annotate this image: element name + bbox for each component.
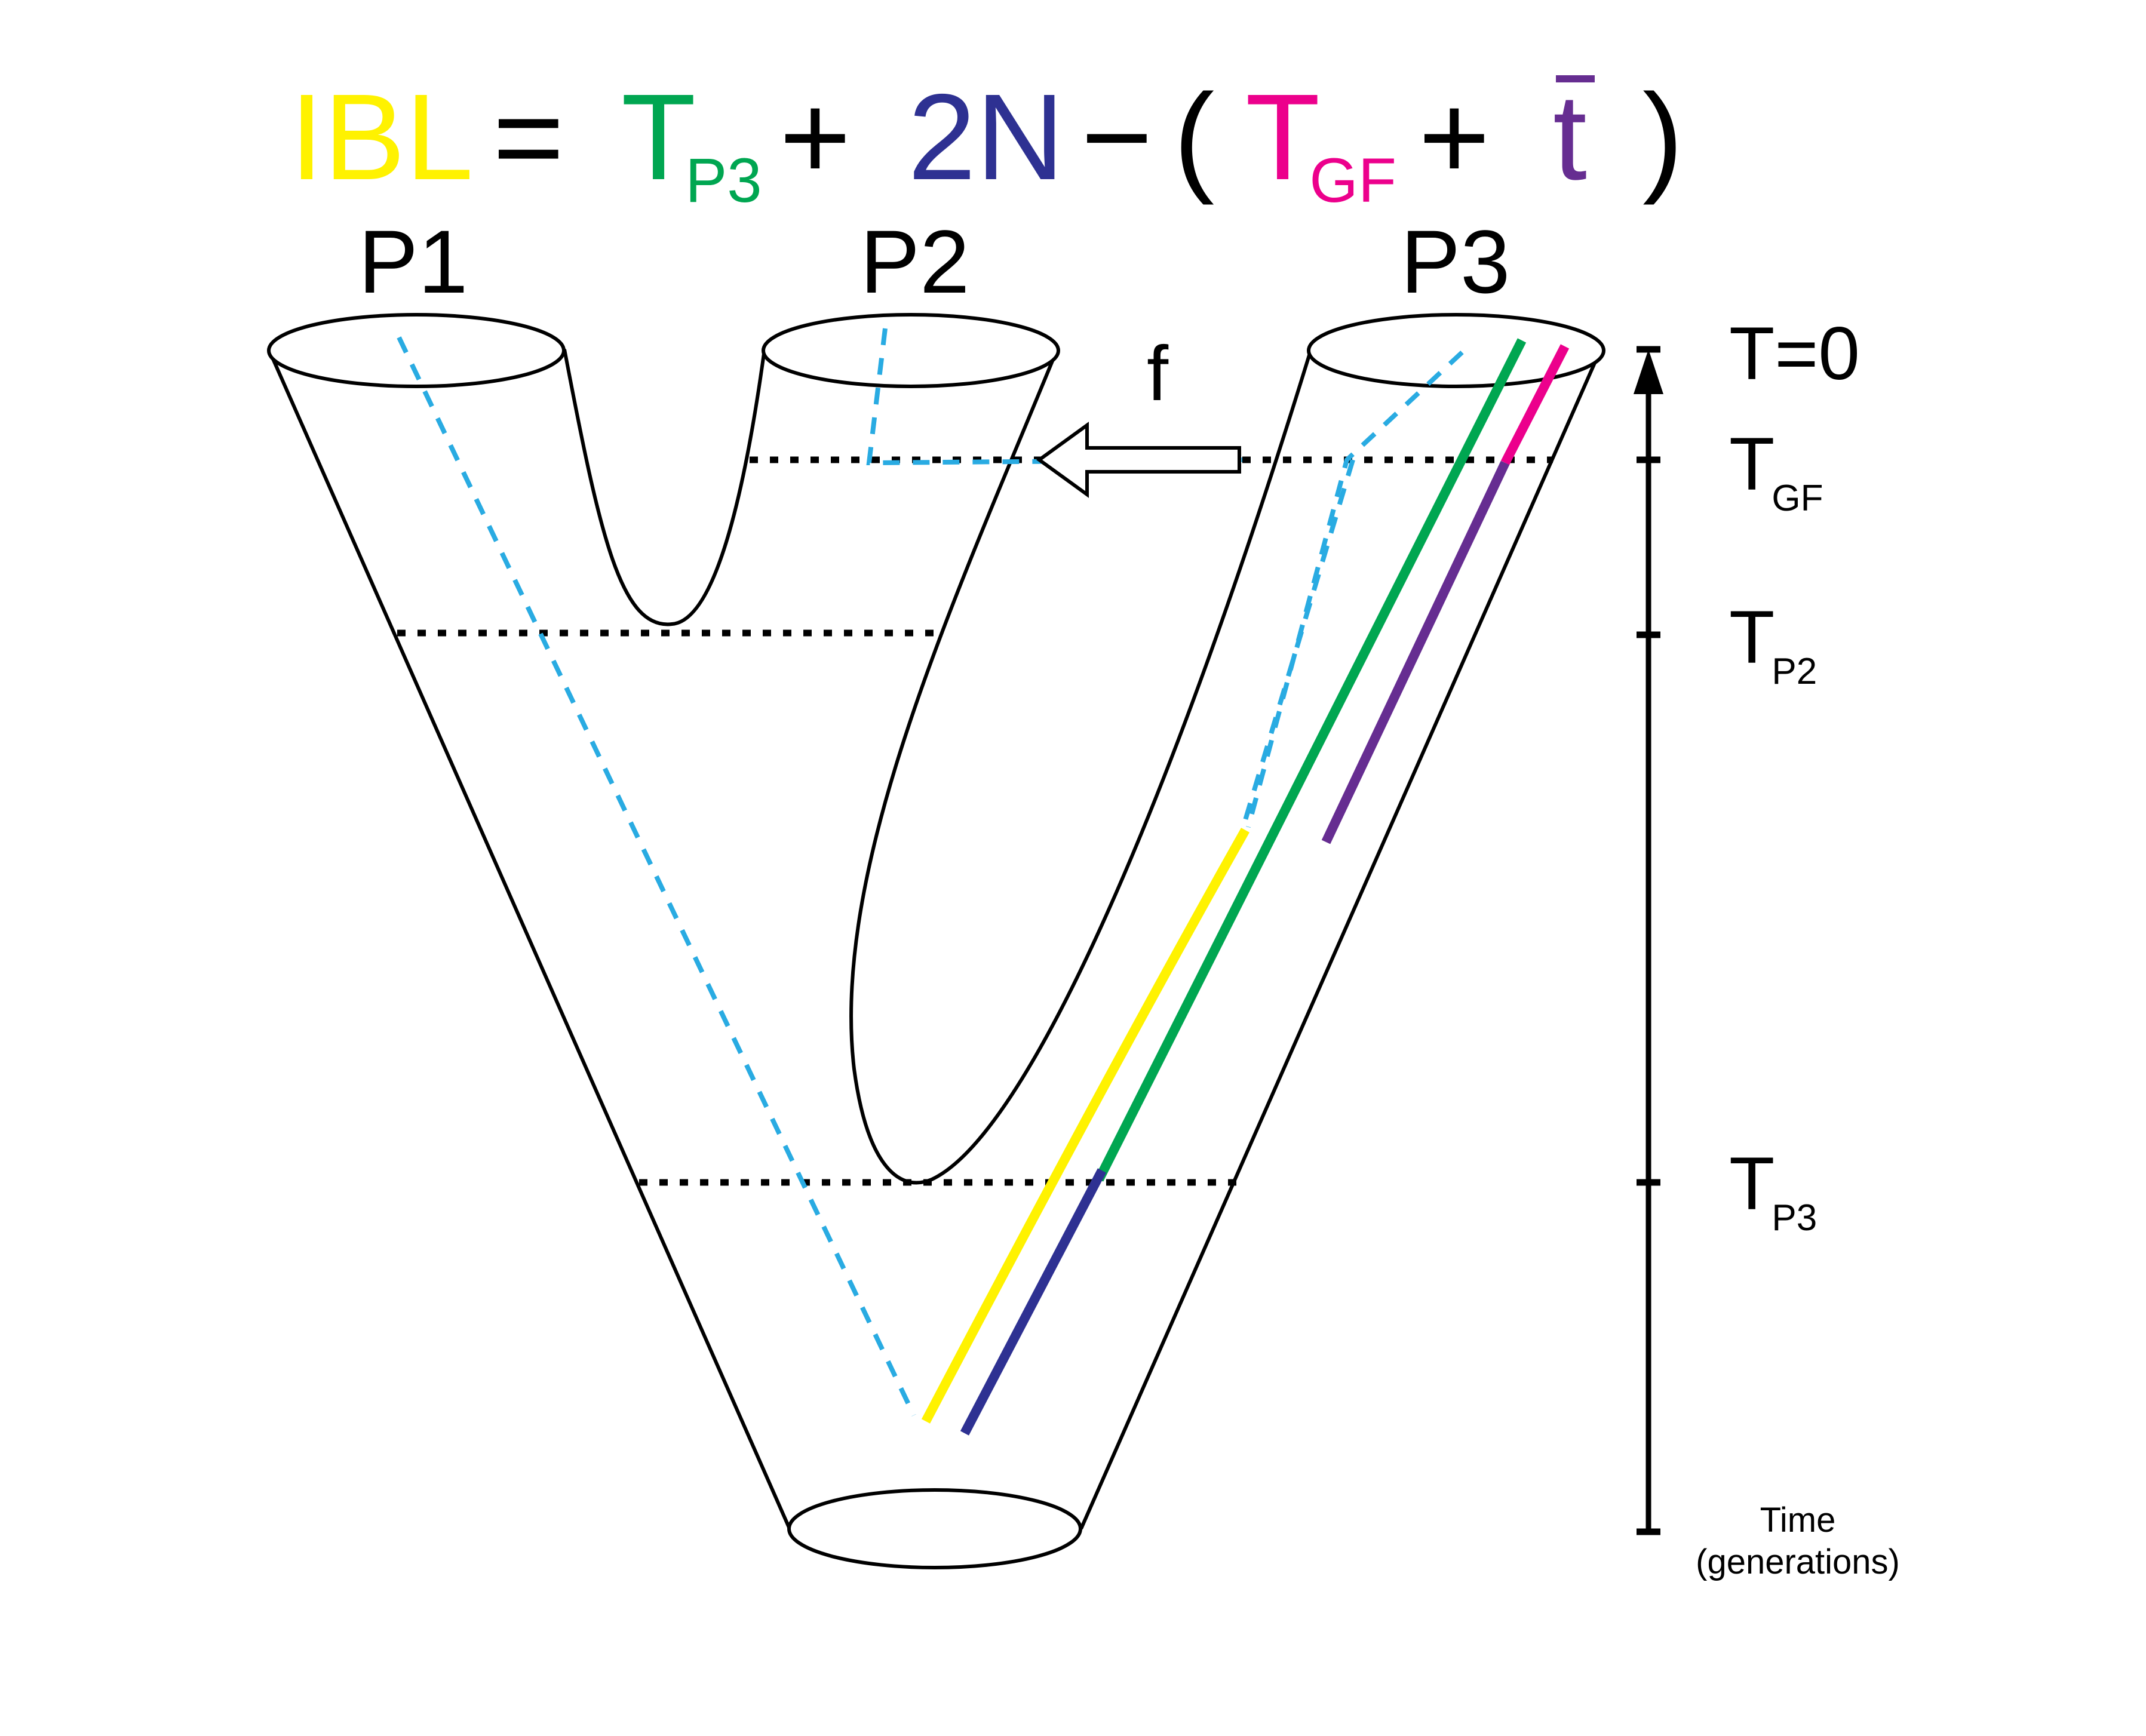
gene-flow-arrow: f: [1036, 330, 1241, 498]
axis-title-line1: Time: [1760, 1501, 1836, 1540]
p1-top-ellipse: [267, 313, 566, 388]
p3-top-ellipse: [1307, 313, 1605, 388]
segment-t-bar: [1321, 460, 1510, 844]
time-axis-ticks: [1637, 346, 1660, 1535]
equation-equals: =: [493, 69, 564, 205]
equation-t-p3: TP3: [621, 69, 762, 216]
equation-2n: 2N: [908, 69, 1064, 205]
tree-p1-p2-notch: [563, 349, 766, 626]
lineage-p2: [866, 328, 1243, 466]
equation-plus-1: +: [779, 69, 851, 205]
axis-label-tp2: TP2: [1729, 596, 1817, 692]
axis-label-tgf: TGF: [1729, 423, 1823, 519]
segment-t-gf: [1500, 344, 1570, 465]
gene-flow-arrow-shape: [1036, 422, 1241, 498]
branch-segments: [921, 338, 1570, 1436]
label-p2: P2: [860, 211, 969, 312]
equation-lparen: (: [1174, 69, 1214, 205]
segment-2n: [960, 1168, 1107, 1436]
gene-lineages: [397, 328, 1464, 1417]
gene-flow-label: f: [1147, 330, 1169, 417]
label-p1: P1: [358, 211, 468, 312]
time-slices: [397, 456, 1553, 1186]
segment-t-p3: [1094, 338, 1527, 1182]
p2-top-ellipse: [762, 313, 1060, 388]
axis-title-line2: (generations): [1696, 1543, 1900, 1581]
tree-p2-inner-edge: [849, 348, 1313, 1185]
tree-outer-left-edge: [267, 348, 791, 1530]
equation-ibl: IBL: [290, 69, 474, 205]
segment-ibl: [921, 828, 1249, 1424]
tree-outer-right-edge: [1079, 348, 1602, 1530]
equation-tbar: t: [1553, 69, 1587, 205]
lineage-p3-introgressed: [1246, 351, 1464, 828]
equation-plus-2: +: [1419, 69, 1490, 205]
root-ellipse: [787, 1488, 1082, 1569]
lineage-p1: [397, 336, 916, 1417]
axis-label-tp3: TP3: [1729, 1142, 1817, 1239]
label-p3: P3: [1401, 211, 1510, 312]
time-axis: T=0 TGF TP2 TP3 Time (generations): [1634, 312, 1900, 1581]
axis-label-t0: T=0: [1729, 312, 1860, 395]
ibl-equation: IBL = TP3 + 2N − ( TGF + t ): [290, 69, 1683, 216]
equation-t-gf: TGF: [1245, 69, 1396, 216]
equation-minus: −: [1081, 69, 1153, 205]
equation-rparen: ): [1642, 69, 1683, 205]
time-axis-arrowhead: [1634, 349, 1663, 394]
lineage-p3-main: [1240, 459, 1355, 831]
species-tree: [267, 348, 1602, 1530]
